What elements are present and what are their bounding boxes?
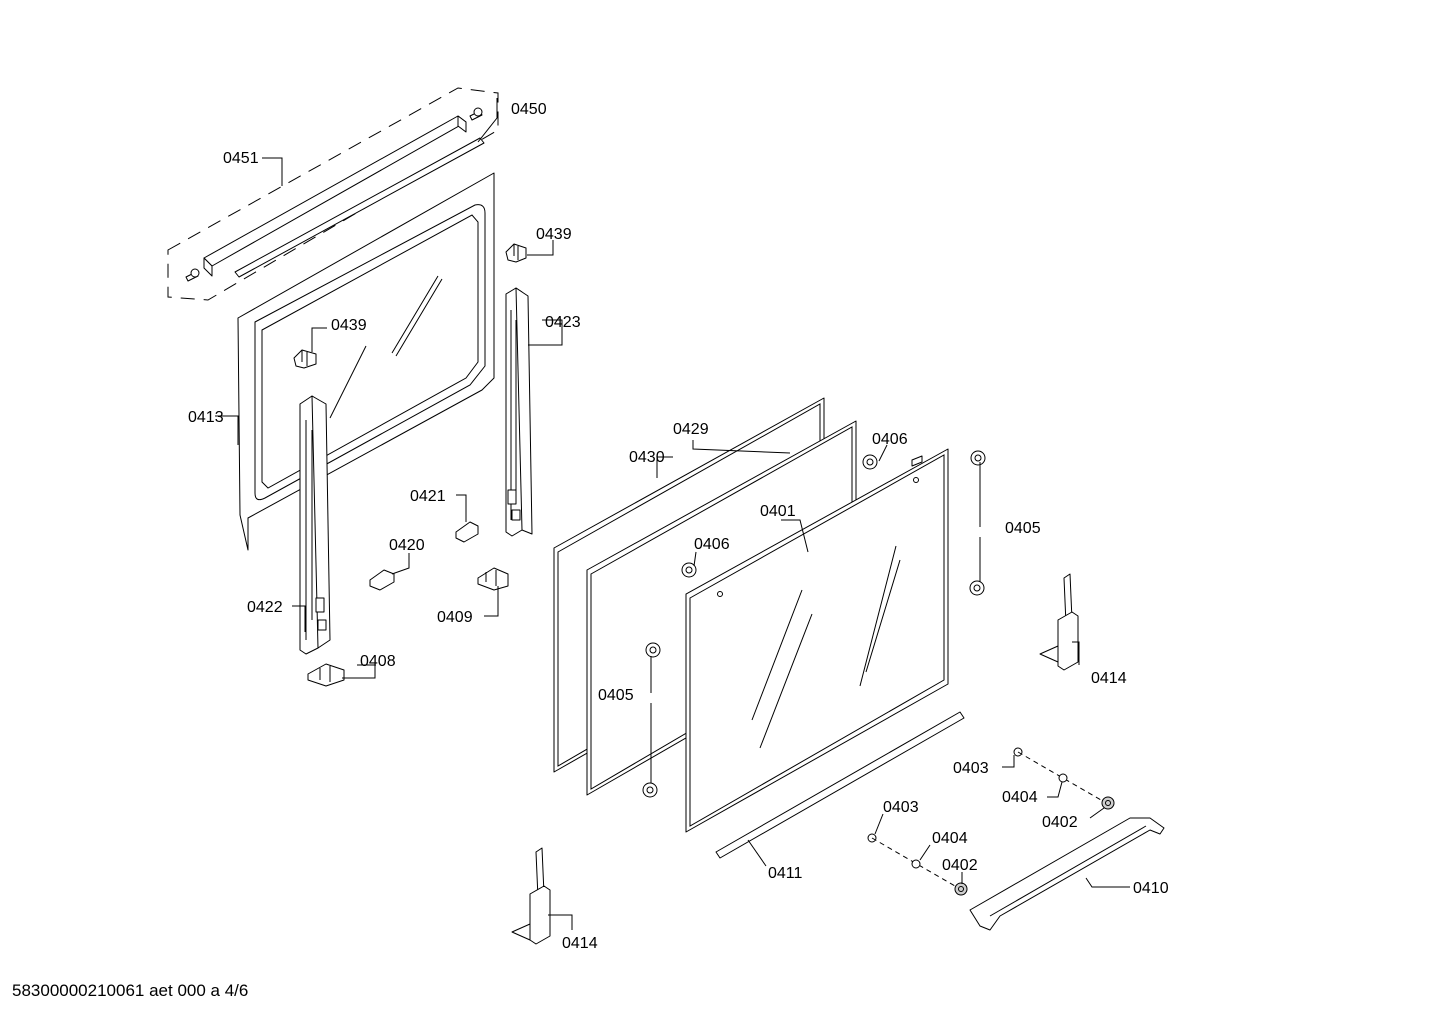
part-label-0406-mid: 0406 xyxy=(694,536,730,553)
hinge-assembly-0414-left xyxy=(511,847,551,945)
clip-lower xyxy=(293,349,317,369)
leader-lines xyxy=(215,98,1130,930)
part-label-0421: 0421 xyxy=(410,488,446,505)
part-labels: 0450 0451 0439 0439 0423 0413 0429 0430 … xyxy=(188,101,1169,952)
top-strip-group xyxy=(167,87,499,301)
part-label-0403-lower: 0403 xyxy=(883,799,919,816)
part-label-0420: 0420 xyxy=(389,537,425,554)
hinge-assembly-0414-right xyxy=(1039,573,1079,671)
spacer-0406-top xyxy=(862,454,878,470)
part-label-0430: 0430 xyxy=(629,449,665,466)
part-label-0439-upper: 0439 xyxy=(536,226,572,243)
part-label-0406-top: 0406 xyxy=(872,431,908,448)
fastener-set-lower xyxy=(867,833,968,896)
screw-right xyxy=(469,107,483,121)
part-label-0411: 0411 xyxy=(768,865,803,882)
bracket-0420 xyxy=(369,569,395,591)
hinge-0409 xyxy=(477,567,509,591)
part-label-0423: 0423 xyxy=(545,314,581,331)
part-label-0451: 0451 xyxy=(223,150,259,167)
spacer-0405-tr xyxy=(970,450,986,466)
part-label-0404-upper: 0404 xyxy=(1002,789,1038,806)
spacer-0406-mid xyxy=(681,562,697,578)
right-rail xyxy=(505,287,533,537)
bracket-0421 xyxy=(455,521,479,543)
part-label-0439-lower: 0439 xyxy=(331,317,367,334)
door-handle-0410 xyxy=(969,817,1165,931)
part-label-0405-right: 0405 xyxy=(1005,520,1041,537)
part-label-0414-right: 0414 xyxy=(1091,670,1127,687)
part-label-0409: 0409 xyxy=(437,609,473,626)
part-label-0405-left: 0405 xyxy=(598,687,634,704)
part-label-0404-lower: 0404 xyxy=(932,830,968,847)
part-label-0403-upper: 0403 xyxy=(953,760,989,777)
left-rail xyxy=(299,395,331,655)
part-label-0450: 0450 xyxy=(511,101,547,118)
part-label-0429: 0429 xyxy=(673,421,709,438)
hinge-0408 xyxy=(307,663,345,687)
document-footer-code: 58300000210061 aet 000 a 4/6 xyxy=(12,981,249,1000)
part-label-0414-left: 0414 xyxy=(562,935,598,952)
part-label-0408: 0408 xyxy=(360,653,396,670)
screw-left xyxy=(185,268,200,282)
part-label-0413: 0413 xyxy=(188,409,224,426)
spacer-0405-br xyxy=(969,580,985,596)
spacer-0405-bl xyxy=(642,782,658,798)
fastener-set-upper xyxy=(1013,747,1115,810)
spacer-0405-tl xyxy=(645,642,661,658)
part-label-0422: 0422 xyxy=(247,599,283,616)
clip-upper xyxy=(505,243,527,263)
part-label-0410: 0410 xyxy=(1133,880,1169,897)
part-label-0402-upper: 0402 xyxy=(1042,814,1078,831)
bottom-strip-0411 xyxy=(715,711,965,859)
glass-pane-0401 xyxy=(685,448,949,833)
part-label-0401: 0401 xyxy=(760,503,796,520)
part-label-0402-lower: 0402 xyxy=(942,857,978,874)
